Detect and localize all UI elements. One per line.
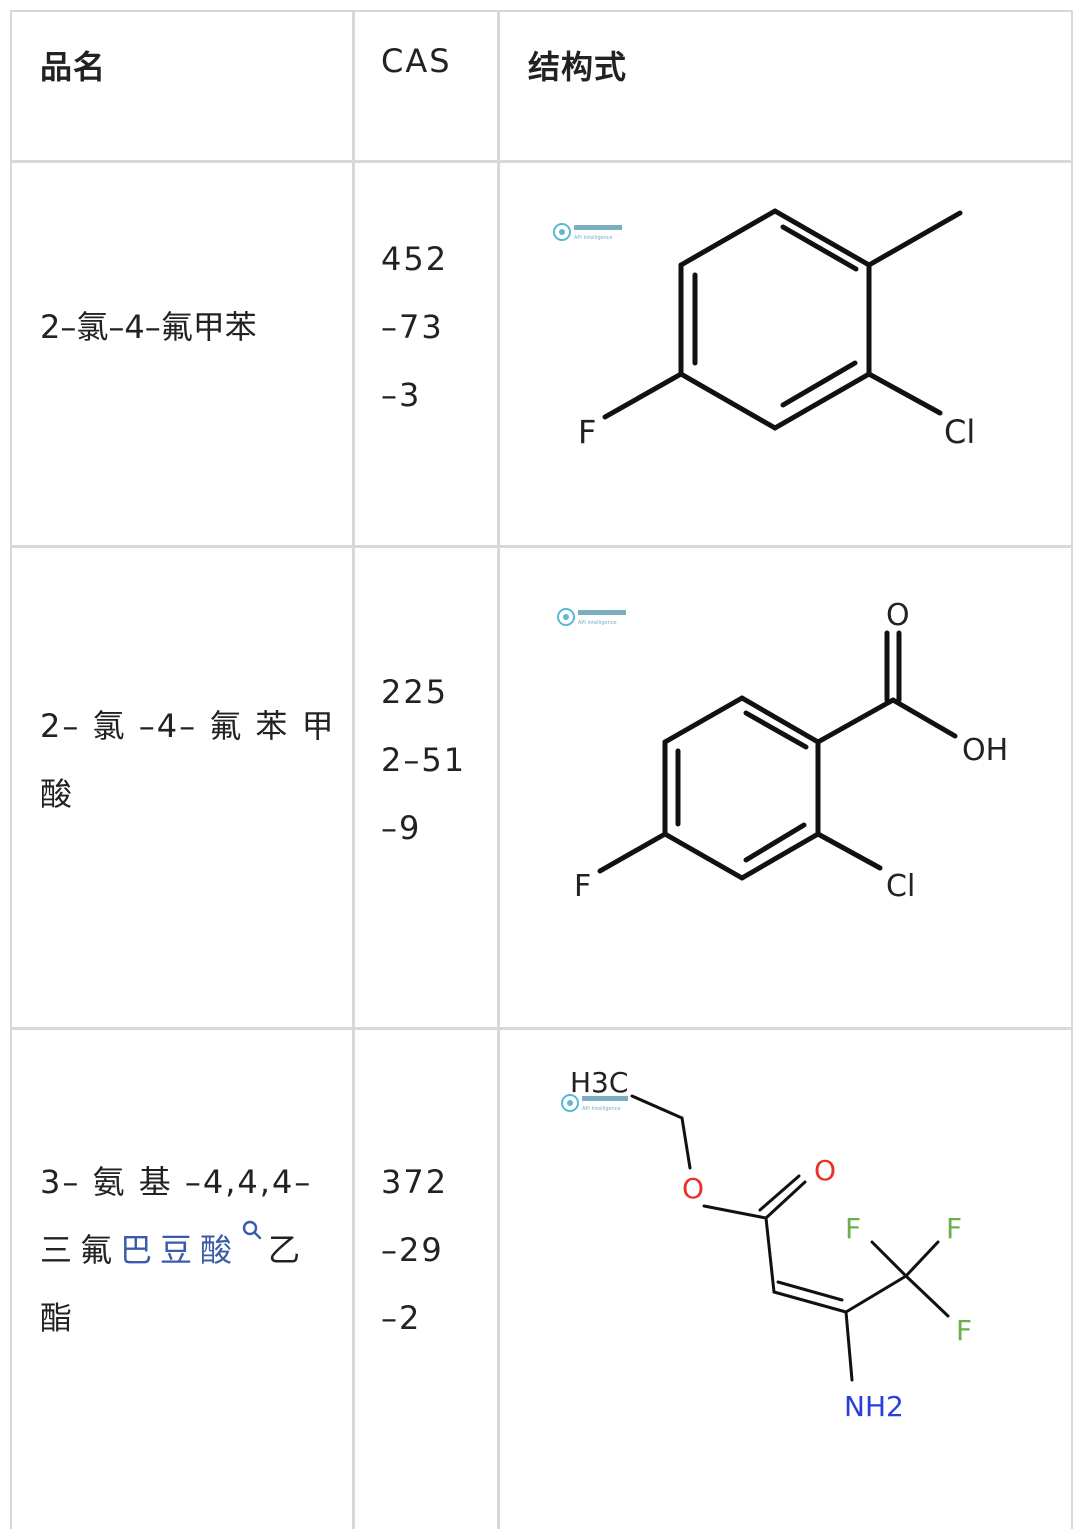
header-cell-cas: CAS [355,12,497,160]
header-cell-name: 品名 [12,12,352,160]
svg-text:API Intelligence: API Intelligence [574,235,613,241]
svg-text:API Intelligence: API Intelligence [582,1106,621,1112]
row2-cas-cell: 225 2–51 –9 [355,548,497,1027]
atom-label-cl: Cl [944,413,975,451]
structure-ethyl-3-amino-4-4-4-trifluorocrotonate: API Intelligence H3C O O F F [561,1066,972,1423]
atom-label-f-1: F [845,1212,861,1245]
cas-number: 452 –73 –3 [381,240,449,414]
watermark-logo: API Intelligence [561,1094,628,1112]
svg-text:API Intelligence: API Intelligence [578,620,617,626]
search-icon[interactable] [240,1218,264,1242]
atom-label-ester-o: O [682,1172,704,1205]
atom-label-o: O [886,598,910,633]
row2-name-cell: 2– 氯 –4– 氟 苯 甲 酸 [12,548,352,1027]
crotonic-acid-link[interactable]: 巴豆酸 [120,1231,241,1269]
header-cell-structure: 结构式 [500,12,1071,160]
watermark-logo: API Intelligence [557,608,626,626]
header-structure: 结构式 [528,48,628,86]
compound-table: 品名 CAS 结构式 2–氯–4–氟甲苯 452 –73 –3 API Inte… [10,10,1073,1529]
row3-structure-cell: API Intelligence H3C O O F F [500,1030,1071,1529]
atom-label-carbonyl-o: O [814,1154,836,1187]
compound-name: 3– 氨 基 –4,4,4– 三氟巴豆酸乙 酯 [40,1163,313,1337]
row1-name-cell: 2–氯–4–氟甲苯 [12,163,352,545]
cas-number: 372 –29 –2 [381,1163,449,1337]
header-cas: CAS [381,42,452,80]
atom-label-oh: OH [962,733,1008,768]
atom-label-nh2: NH2 [844,1390,904,1423]
header-name: 品名 [40,48,107,86]
bonds [602,208,963,431]
structure-2-chloro-4-fluorobenzoic-acid: API Intelligence O OH F [557,598,1008,904]
atom-label-f: F [574,869,591,904]
row3-cas-cell: 372 –29 –2 [355,1030,497,1529]
bonds [597,630,958,881]
structure-2-chloro-4-fluorotoluene: API Intelligence F Cl [553,208,975,451]
row2-structure-cell: API Intelligence O OH F [500,548,1071,1027]
compound-name: 2– 氯 –4– 氟 苯 甲 酸 [40,707,336,813]
cas-number: 225 2–51 –9 [381,673,467,847]
atom-label-f-3: F [956,1314,972,1347]
atom-label-h3c: H3C [570,1066,628,1099]
row1-structure-cell: API Intelligence F Cl [500,163,1071,545]
row1-cas-cell: 452 –73 –3 [355,163,497,545]
atom-label-cl: Cl [886,869,915,904]
atom-label-f-2: F [946,1212,962,1245]
atom-label-f: F [578,413,596,451]
row3-name-cell: 3– 氨 基 –4,4,4– 三氟巴豆酸乙 酯 [12,1030,352,1529]
bonds [630,1094,950,1382]
watermark-logo: API Intelligence [553,223,622,241]
compound-name: 2–氯–4–氟甲苯 [40,308,257,346]
